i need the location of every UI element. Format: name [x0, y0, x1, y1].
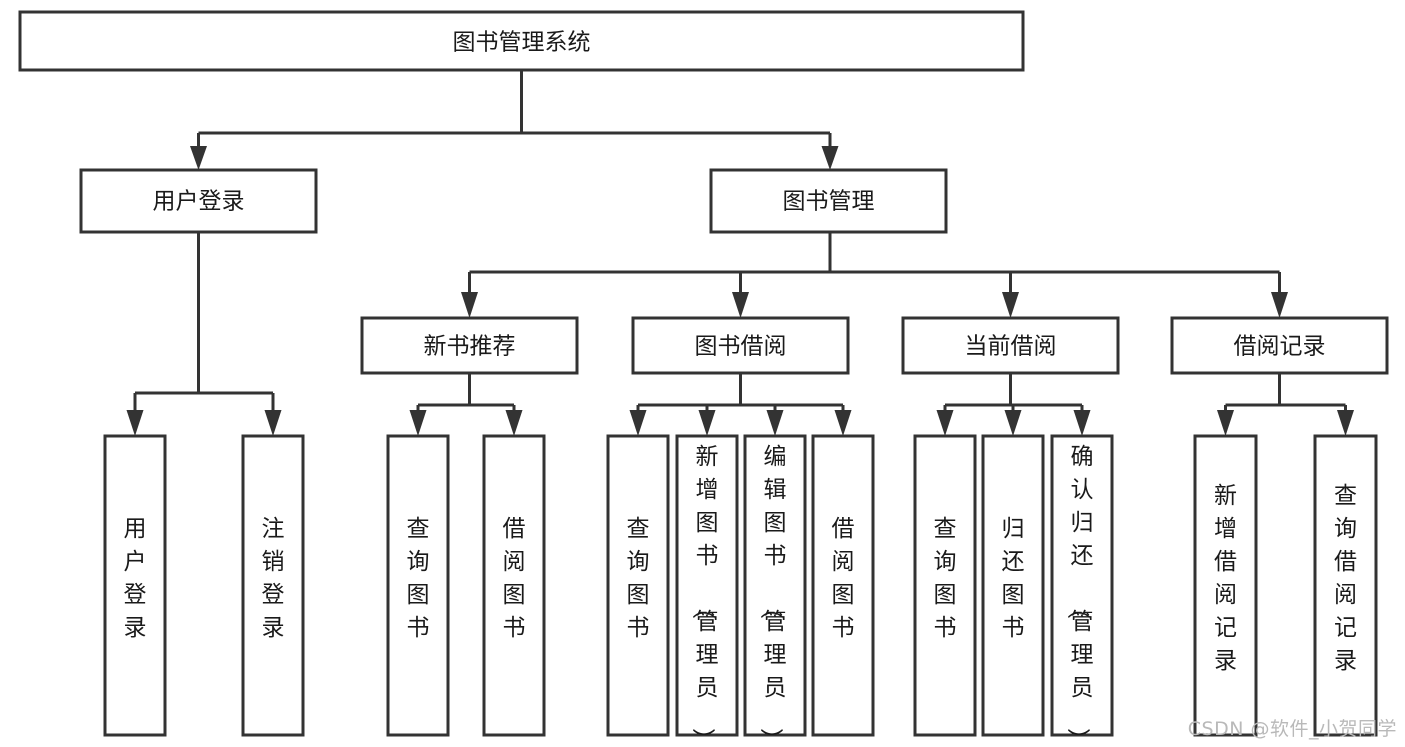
node-root-box[interactable] — [18, 10, 1025, 72]
leaf-node-label-leaf-query-book-recommend: 查询图书 — [407, 516, 430, 641]
arrowhead-to-leaf-query-book-recommend — [409, 410, 427, 436]
node-book-borrow[interactable]: 图书借阅 — [631, 316, 850, 375]
arrowhead-to-leaf-query-book-borrow — [629, 410, 647, 436]
leaf-node[interactable]: 查询借阅记录 — [1313, 434, 1378, 737]
connector-root-trunk — [197, 70, 832, 152]
leaf-node[interactable]: 用户登录 — [103, 434, 167, 737]
node-root-label: 图书管理系统 — [453, 30, 591, 56]
node-book-borrow-box[interactable] — [631, 316, 850, 375]
leaf-node[interactable]: 查询图书 — [913, 434, 977, 737]
node-new-book-recommend[interactable]: 新书推荐 — [360, 316, 579, 375]
arrowhead-to-book-borrow — [732, 292, 749, 318]
csdn-watermark: CSDN @软件_小贺同学 — [1187, 718, 1397, 740]
arrowhead-to-leaf-add-borrow-record — [1217, 410, 1234, 436]
node-user-login[interactable]: 用户登录 — [79, 168, 318, 234]
arrowhead-to-current-borrow — [1002, 292, 1019, 318]
leaf-node-box-leaf-confirm-return-admin[interactable] — [1050, 434, 1114, 737]
leaf-node[interactable]: 借阅图书 — [811, 434, 875, 737]
connector-borrow-record-trunk — [1224, 373, 1347, 416]
leaf-node[interactable]: 归还图书 — [981, 434, 1045, 737]
leaf-node-label-leaf-add-borrow-record: 新增借阅记录 — [1214, 483, 1237, 674]
leaf-node-label-leaf-confirm-return-admin: 确认归还（管理员） — [1065, 444, 1094, 747]
leaf-node[interactable]: 借阅图书 — [482, 434, 546, 737]
leaf-node[interactable]: 确认归还（管理员） — [1050, 434, 1114, 747]
connector-book-management-trunk — [468, 232, 1281, 300]
leaf-node-box-leaf-query-book-recommend[interactable] — [386, 434, 450, 737]
arrowhead-to-leaf-borrow-book-recommend — [505, 410, 523, 436]
leaf-node-box-leaf-query-book-current[interactable] — [913, 434, 977, 737]
node-current-borrow-box[interactable] — [901, 316, 1120, 375]
arrowhead-to-book-management — [821, 146, 839, 170]
leaf-node[interactable]: 新增借阅记录 — [1193, 434, 1258, 737]
leaf-node-box-leaf-user-logout[interactable] — [241, 434, 305, 737]
leaf-node-box-leaf-user-login[interactable] — [103, 434, 167, 737]
arrowhead-to-leaf-query-borrow-record — [1337, 410, 1354, 436]
arrowhead-to-user-login — [190, 146, 207, 170]
leaf-node[interactable]: 注销登录 — [241, 434, 305, 737]
leaf-node-label-leaf-return-book: 归还图书 — [1002, 516, 1025, 641]
node-new-book-recommend-box[interactable] — [360, 316, 579, 375]
leaf-node-box-leaf-add-book-admin[interactable] — [675, 434, 739, 737]
leaf-node[interactable]: 新增图书（管理员） — [675, 434, 739, 747]
node-current-borrow-label: 当前借阅 — [965, 334, 1057, 360]
leaf-node-label-leaf-user-login: 用户登录 — [124, 516, 147, 641]
connector-book-borrow-trunk — [636, 373, 845, 416]
leaf-node[interactable]: 查询图书 — [386, 434, 450, 737]
leaf-node-box-leaf-borrow-book[interactable] — [811, 434, 875, 737]
node-book-management-box[interactable] — [709, 168, 948, 234]
leaf-node-box-leaf-add-borrow-record[interactable] — [1193, 434, 1258, 737]
arrowhead-to-leaf-user-login — [126, 410, 144, 436]
node-user-login-box[interactable] — [79, 168, 318, 234]
leaf-node-box-leaf-query-borrow-record[interactable] — [1313, 434, 1378, 737]
arrowhead-to-leaf-return-book — [1004, 410, 1022, 436]
arrowhead-to-leaf-borrow-book — [834, 410, 852, 436]
leaf-node-label-leaf-user-logout: 注销登录 — [262, 516, 285, 641]
node-book-management[interactable]: 图书管理 — [709, 168, 948, 234]
leaf-node-label-leaf-query-borrow-record: 查询借阅记录 — [1334, 483, 1357, 674]
node-borrow-record[interactable]: 借阅记录 — [1170, 316, 1389, 375]
leaf-node-label-leaf-borrow-book: 借阅图书 — [832, 516, 855, 641]
node-book-management-label: 图书管理 — [783, 189, 875, 215]
arrowhead-to-leaf-add-book-admin — [698, 410, 716, 436]
node-book-borrow-label: 图书借阅 — [695, 334, 787, 360]
leaf-node-label-leaf-add-book-admin: 新增图书（管理员） — [690, 444, 719, 747]
leaf-node-label-leaf-borrow-book-recommend: 借阅图书 — [503, 516, 526, 641]
arrowhead-to-leaf-confirm-return-admin — [1073, 410, 1091, 436]
arrowhead-to-borrow-record — [1271, 292, 1288, 318]
leaf-nodes-layer: 用户登录 注销登录 查询图书 借阅图书 查询图书 新增图书（管理员） 编辑图书（管理员） 借阅… — [103, 434, 1378, 747]
leaf-node[interactable]: 查询图书 — [606, 434, 670, 737]
connector-new-book-recommend-trunk — [416, 373, 516, 416]
connector-current-borrow-trunk — [943, 373, 1084, 416]
leaf-node-label-leaf-edit-book-admin: 编辑图书（管理员） — [758, 444, 787, 747]
leaf-node-box-leaf-query-book-borrow[interactable] — [606, 434, 670, 737]
leaf-node-label-leaf-query-book-borrow: 查询图书 — [627, 516, 650, 641]
arrowhead-to-new-book-recommend — [461, 292, 478, 318]
arrowhead-to-leaf-query-book-current — [936, 410, 954, 436]
connector-user-login-trunk — [133, 232, 275, 416]
leaf-node-box-leaf-edit-book-admin[interactable] — [743, 434, 807, 737]
node-borrow-record-label: 借阅记录 — [1234, 334, 1326, 360]
connectors-layer — [126, 70, 1354, 436]
leaf-node-box-leaf-return-book[interactable] — [981, 434, 1045, 737]
node-borrow-record-box[interactable] — [1170, 316, 1389, 375]
node-user-login-label: 用户登录 — [153, 189, 245, 215]
leaf-node-box-leaf-borrow-book-recommend[interactable] — [482, 434, 546, 737]
node-new-book-recommend-label: 新书推荐 — [424, 334, 516, 360]
leaf-node-label-leaf-query-book-current: 查询图书 — [934, 516, 957, 641]
arrowhead-to-leaf-user-logout — [264, 410, 282, 436]
leaf-node[interactable]: 编辑图书（管理员） — [743, 434, 807, 747]
node-current-borrow[interactable]: 当前借阅 — [901, 316, 1120, 375]
node-root[interactable]: 图书管理系统 — [18, 10, 1025, 72]
arrowhead-to-leaf-edit-book-admin — [766, 410, 784, 436]
